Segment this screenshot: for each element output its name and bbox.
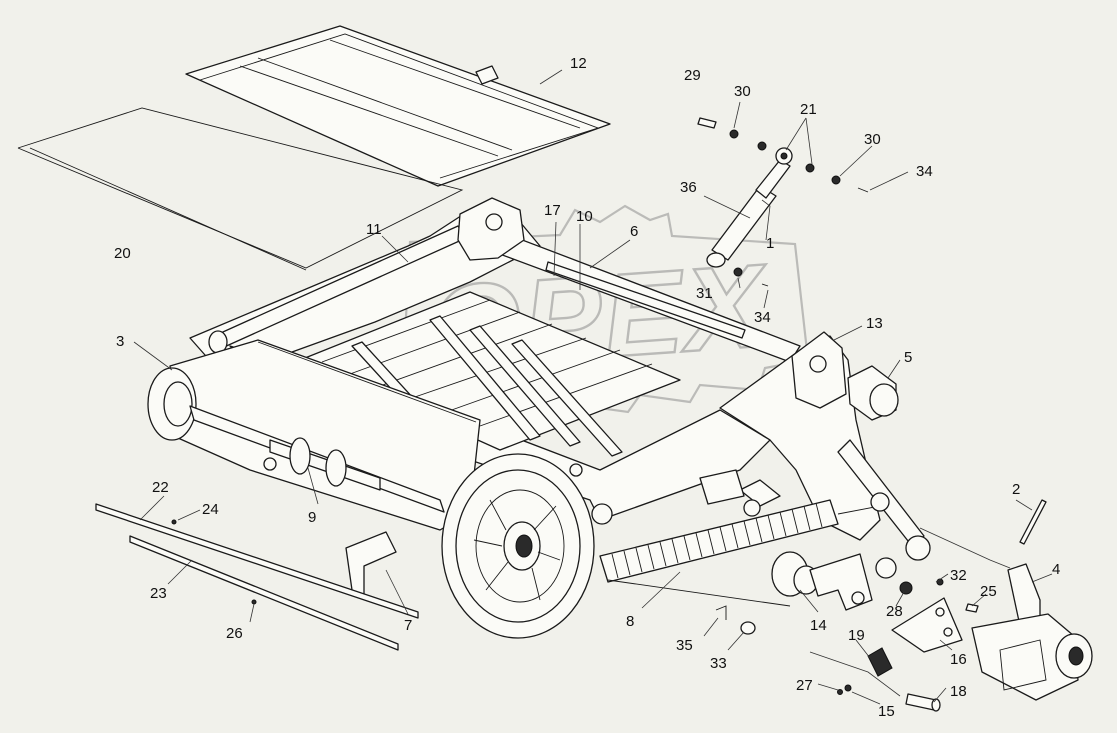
part-16-plate [891,597,963,653]
callout-15: 15 [878,703,895,720]
callout-31: 31 [696,285,713,302]
callout-14: 14 [810,617,827,634]
callout-1: 1 [766,235,774,252]
callout-28: 28 [886,603,903,620]
leader-lines [133,69,1053,705]
callout-21: 21 [800,101,817,118]
callout-12: 12 [570,55,587,72]
callout-33: 33 [710,655,727,672]
callout-35: 35 [676,637,693,654]
callout-16: 16 [950,651,967,668]
part-14-gear-assembly [699,469,897,611]
callout-34-top: 34 [916,163,933,180]
part-3-roller-housing [147,339,583,531]
callout-6: 6 [630,223,638,240]
pulley-wheel [441,453,613,639]
callout-4: 4 [1052,561,1060,578]
callout-30-right: 30 [864,131,881,148]
part-36-hydraulic-cylinder [706,147,793,268]
part-7-bracket [345,531,397,597]
callout-18: 18 [950,683,967,700]
callout-13: 13 [866,315,883,332]
part-23-strip [129,535,399,651]
callout-36: 36 [680,179,697,196]
callout-11: 11 [366,221,382,238]
callout-29: 29 [684,67,701,84]
callout-7: 7 [404,617,412,634]
callout-24: 24 [202,501,219,518]
part-8-spring [599,499,881,607]
callout-9: 9 [308,509,316,526]
callout-17: 17 [544,202,561,219]
callout-27: 27 [796,677,813,694]
callout-30-top: 30 [734,83,751,100]
callout-8: 8 [626,613,634,630]
callout-20: 20 [114,245,131,262]
callout-19: 19 [848,627,865,644]
part-18-pin [905,693,941,712]
callout-10: 10 [576,208,593,225]
part-19-spring [867,647,893,677]
callout-25: 25 [980,583,997,600]
part-2-rod [1019,499,1047,545]
callout-2: 2 [1012,481,1020,498]
part-4-gearbox-motor [971,563,1093,701]
callout-labels: 12 29 30 21 30 34 36 1 17 10 6 11 20 31 … [114,55,1060,720]
part-12-cover-plate [185,25,611,187]
callout-23: 23 [150,585,167,602]
callout-34-mid: 34 [754,309,771,326]
lift-link [837,439,931,561]
callout-22: 22 [152,479,169,496]
part-22-strip [95,503,419,619]
callout-5: 5 [904,349,912,366]
part-5-motor [847,365,899,421]
callout-26: 26 [226,625,243,642]
part-20-sheet [17,107,464,271]
callout-32: 32 [950,567,967,584]
callout-3: 3 [116,333,124,350]
